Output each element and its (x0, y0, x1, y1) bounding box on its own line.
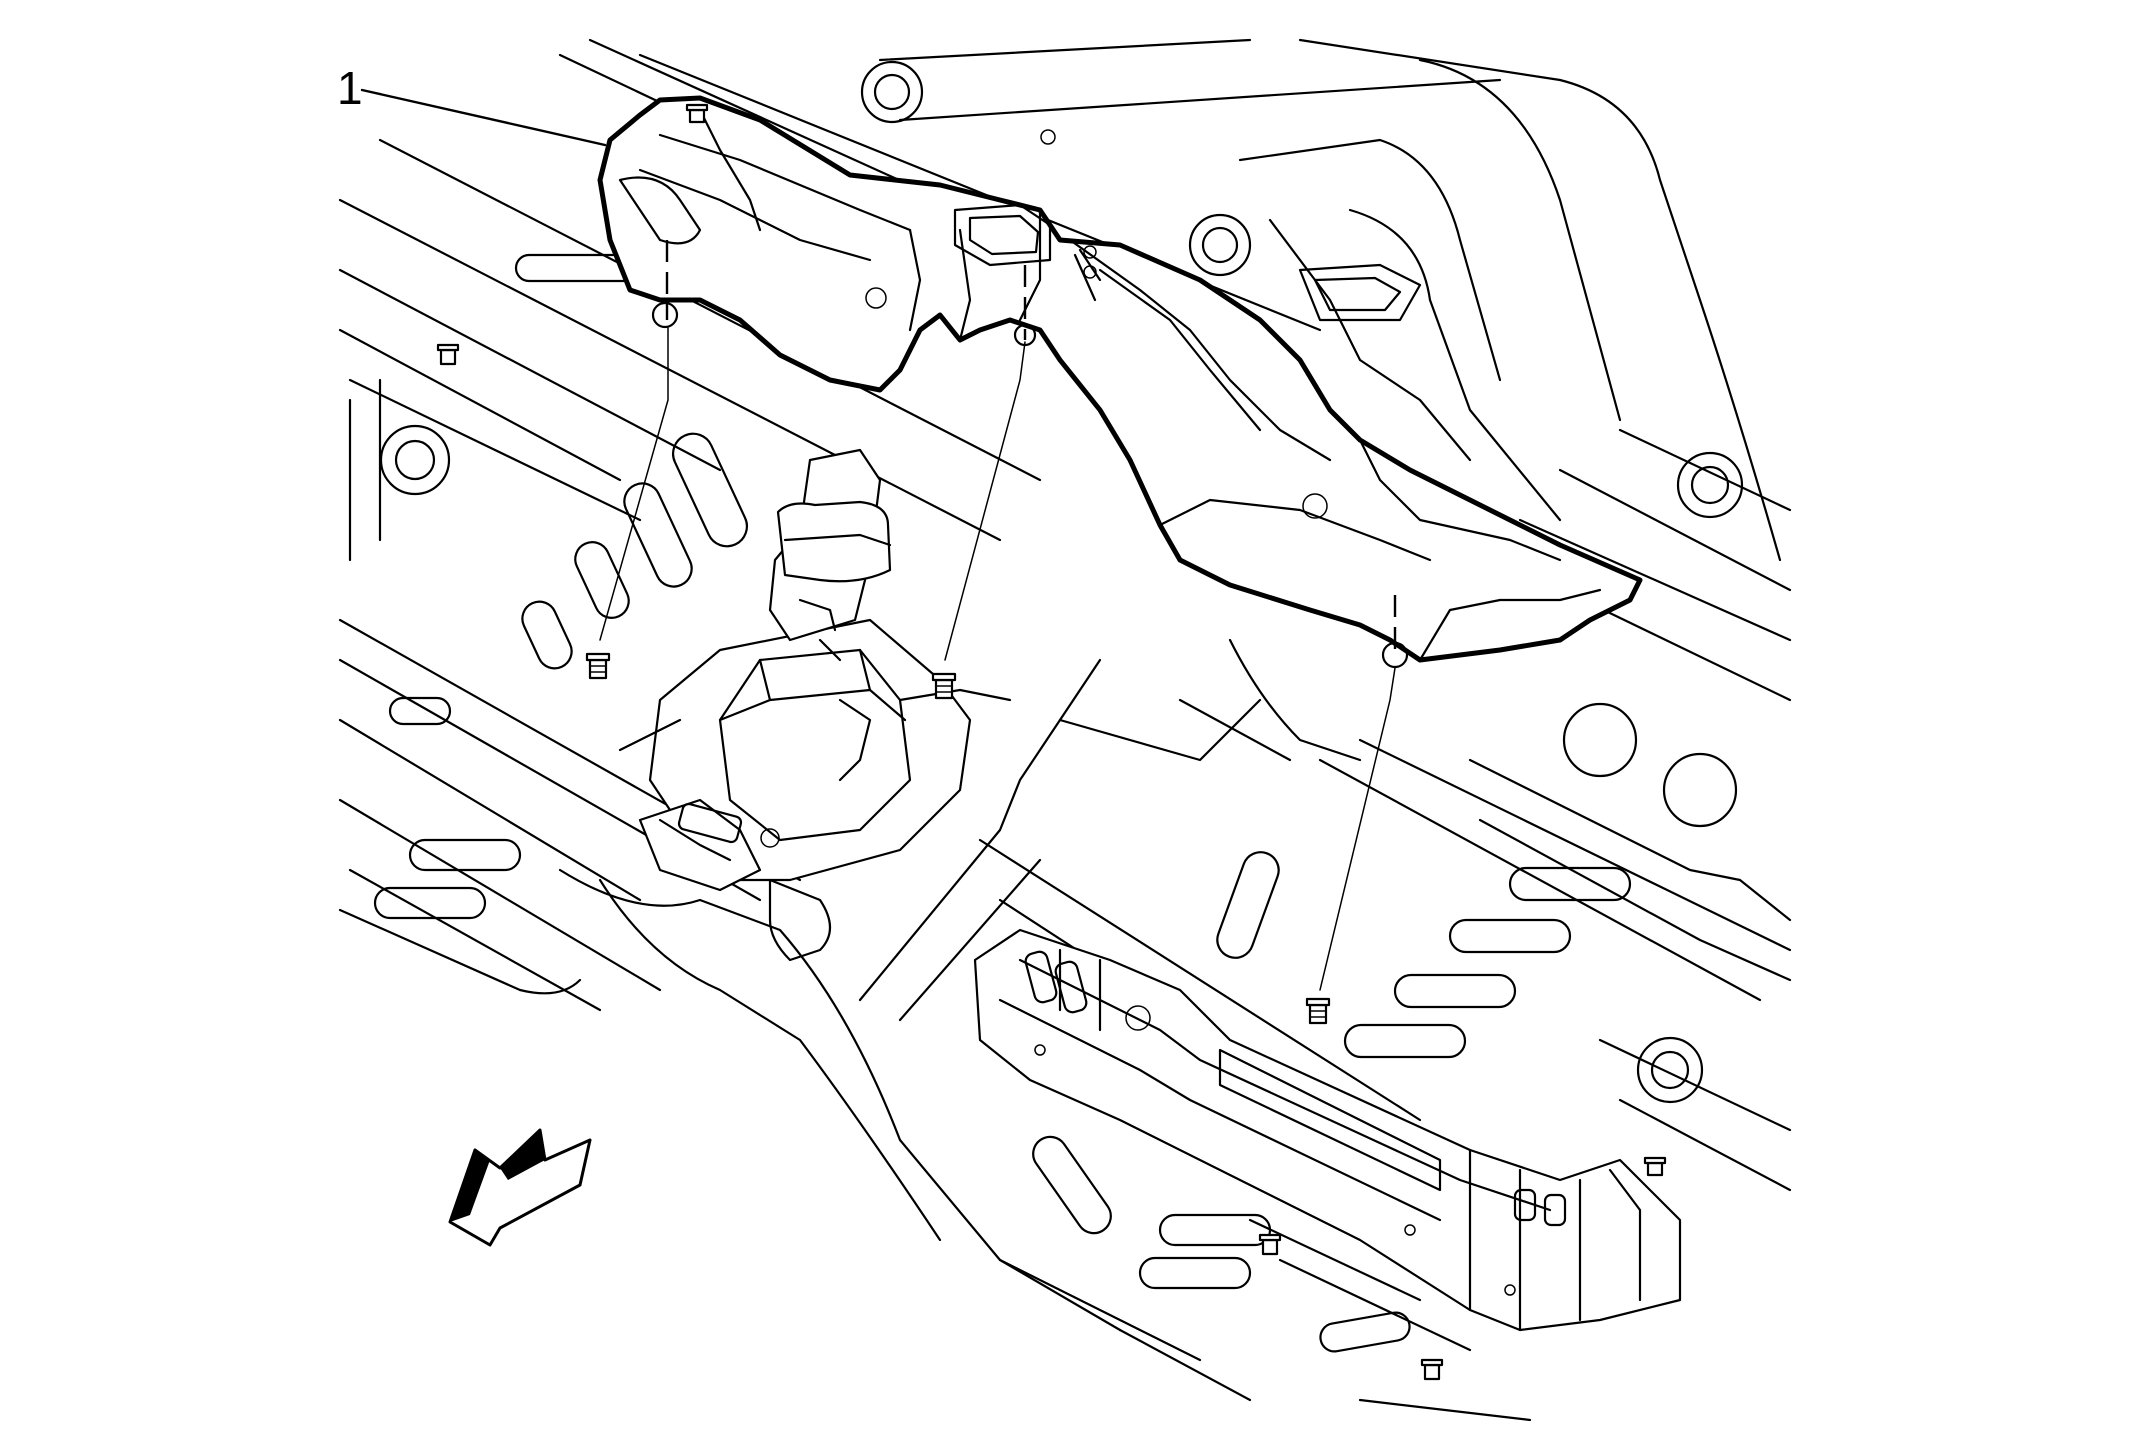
bolt-icon (1305, 997, 1331, 1025)
floor-plugs (379, 60, 1744, 1104)
bolt-icon (436, 343, 460, 366)
bolt-icon (1258, 1233, 1282, 1256)
bolt-icon (1420, 1358, 1444, 1381)
fasteners (436, 103, 1667, 1381)
frame-crossmember (973, 928, 1682, 1332)
callout-1: 1 (337, 62, 607, 147)
heat-shield-part-1 (597, 95, 1643, 669)
forward-direction-arrow-icon (448, 1128, 592, 1247)
callout-label: 1 (337, 62, 363, 114)
floor-slots (373, 253, 1632, 1353)
transmission-shifter-assembly (618, 448, 1012, 962)
bolt-icon (1643, 1156, 1667, 1177)
bolt-icon (685, 103, 709, 124)
bolt-icon (585, 652, 611, 680)
floor-panel-linework (338, 38, 1792, 1422)
bolt-icon (931, 672, 957, 700)
bolt-alignment-lines (599, 240, 1397, 991)
